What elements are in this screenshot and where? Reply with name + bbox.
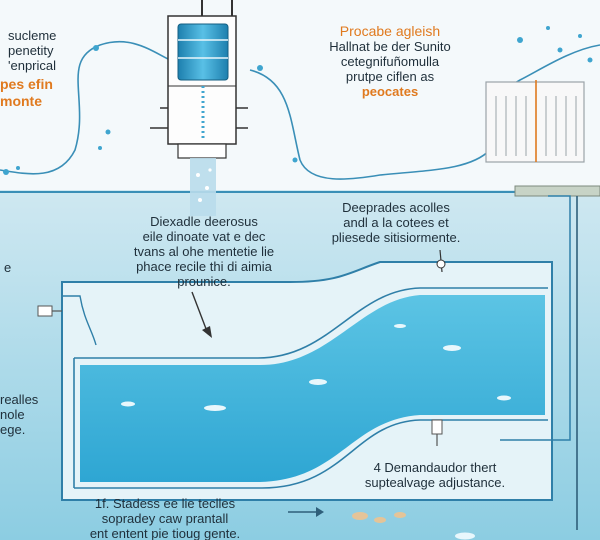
- pointer-line-center: [191, 291, 209, 335]
- fish-icon: [121, 324, 511, 540]
- right-note-line: andl a la cotees et: [343, 215, 449, 230]
- droplet-icon: [3, 26, 593, 175]
- right-platform: [514, 185, 600, 197]
- left-mid-text: e: [4, 260, 12, 275]
- center-note-line: Diexadle deerosus: [150, 214, 258, 229]
- outlet-pipe: [500, 195, 571, 441]
- left-bottom-line: realles: [0, 392, 39, 407]
- bottom-right-line: suptealvage adjustance.: [364, 475, 506, 490]
- basin-water: [80, 295, 545, 482]
- valve-icon: [436, 259, 446, 269]
- center-note-line: phace recile thi di aimia: [136, 259, 272, 274]
- bottom-left-line: 1f. Stadess ee lie teclles: [94, 496, 236, 511]
- center-note-line: eile dinoate vat e dec: [142, 229, 266, 244]
- bottom-left-line: sopradey caw prantall: [101, 511, 229, 526]
- center-note-line: prounice.: [177, 274, 231, 289]
- left-top-orange-line: monte: [0, 93, 42, 109]
- inlet-pipe: [62, 295, 97, 346]
- left-top-line: penetity: [8, 43, 54, 58]
- bottom-left-line: ent entent pie tioug gente.: [89, 526, 241, 540]
- left-bottom-text: realles nole ege.: [0, 392, 38, 437]
- right-curvy-pipe: [249, 44, 600, 180]
- center-note-line: tvans al ohe mentetie lie: [133, 244, 275, 259]
- bottom-right-note: 4 Demandaudor thert suptealvage adjustan…: [340, 460, 530, 490]
- left-top-orange-text: pes efin monte: [0, 76, 53, 110]
- droplet-icon: [196, 168, 212, 202]
- left-top-line: 'enprical: [8, 58, 57, 73]
- right-top-line: cetegnifuñomulla: [340, 54, 440, 69]
- left-bottom-line: ege.: [0, 422, 26, 437]
- center-note: Diexadle deerosus eile dinoate vat e dec…: [104, 214, 304, 289]
- right-top-orange: peocates: [361, 84, 419, 99]
- valve-icon: [37, 305, 62, 317]
- discharge-column: [190, 158, 216, 216]
- bottom-left-note: 1f. Stadess ee lie teclles sopradey caw …: [60, 496, 270, 540]
- right-note-line: Deeprades acolles: [342, 200, 450, 215]
- right-top-text: Procabe agleish Hallnat be der Sunito ce…: [300, 23, 480, 100]
- fish-icon: [352, 512, 406, 523]
- left-top-line: sucleme: [8, 28, 57, 43]
- right-top-line: Hallnat be der Sunito: [329, 39, 451, 54]
- right-top-title: Procabe agleish: [339, 23, 441, 39]
- right-note: Deeprades acolles andl a la cotees et pl…: [296, 200, 496, 245]
- water-tank-icon: [150, 0, 248, 159]
- bottom-right-line: 4 Demandaudor thert: [373, 460, 497, 475]
- right-top-line: prutpe ciflen as: [345, 69, 435, 84]
- pointer-head-center: [202, 326, 212, 338]
- right-note-line: pliesede sitisiormente.: [331, 230, 461, 245]
- filter-screen-icon: [485, 80, 585, 163]
- valve-icon: [431, 419, 443, 446]
- left-top-text: sucleme penetity 'enprical: [8, 28, 56, 73]
- left-top-orange-line: pes efin: [0, 76, 53, 92]
- left-curvy-pipe: [0, 40, 171, 175]
- left-bottom-line: nole: [0, 407, 25, 422]
- basin-inner-wall: [74, 287, 548, 489]
- arrow-right-head: [316, 507, 324, 517]
